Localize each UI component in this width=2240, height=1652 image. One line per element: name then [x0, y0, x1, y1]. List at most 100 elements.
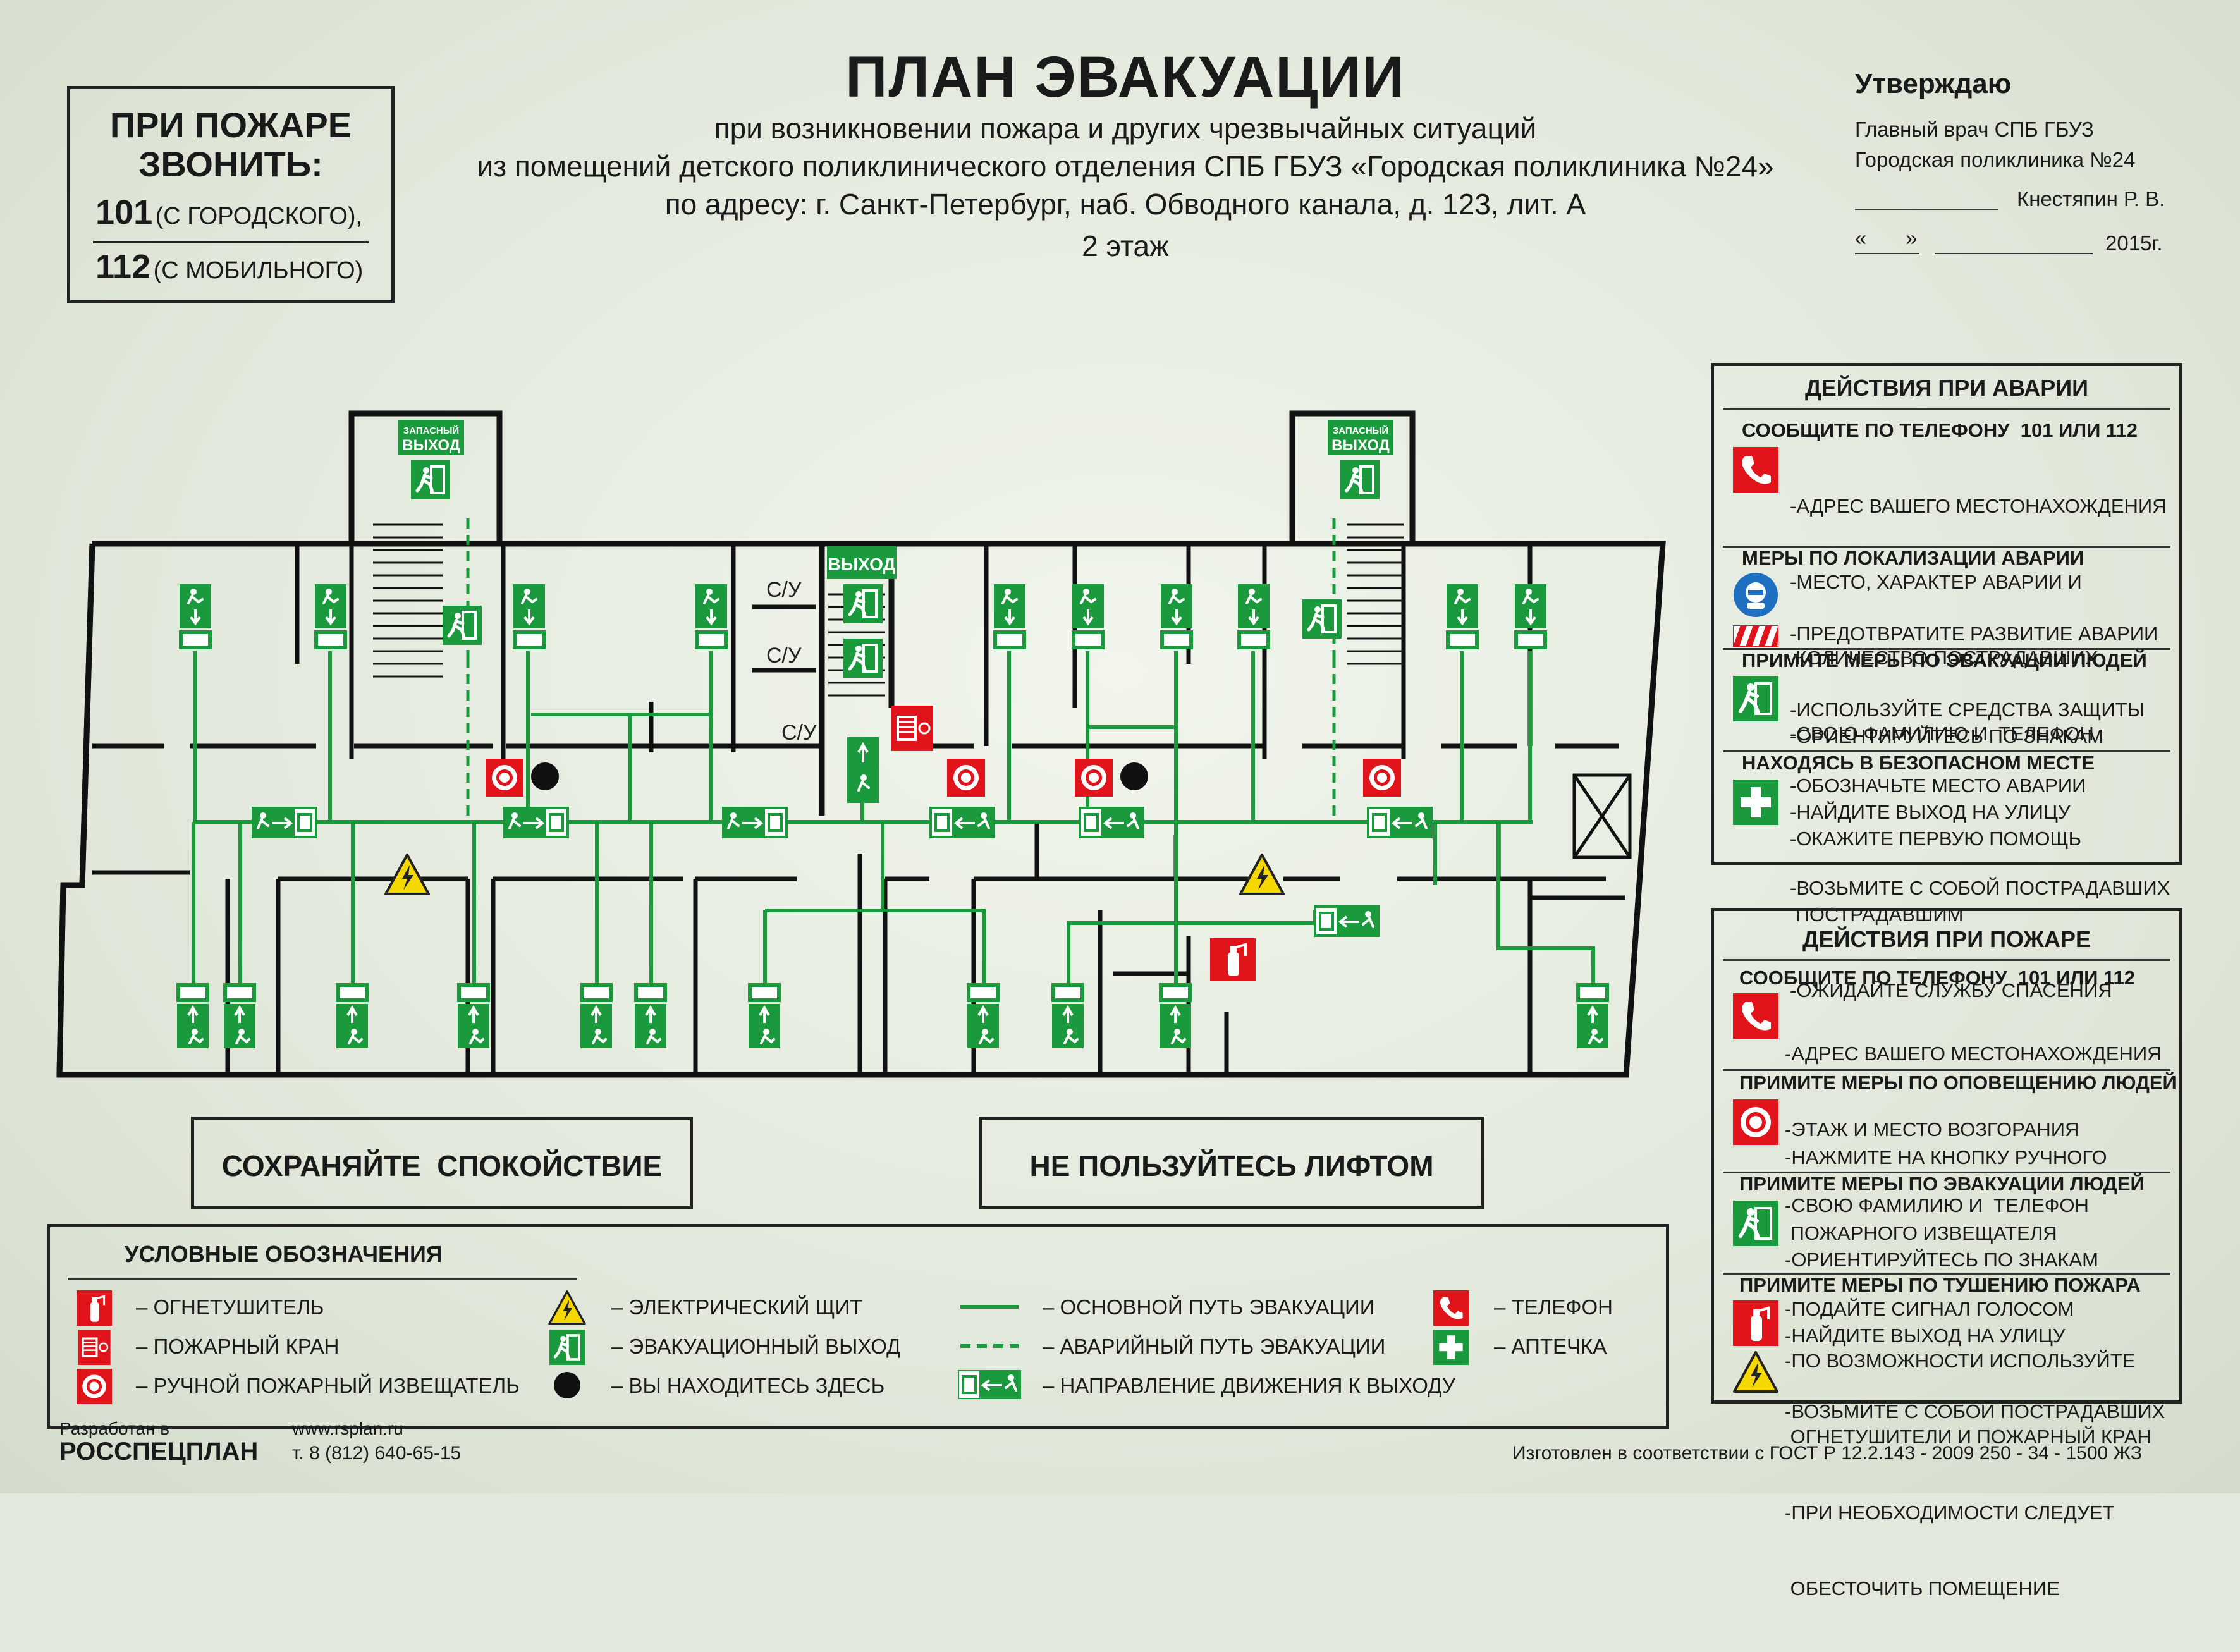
number-112: 112 [95, 248, 151, 286]
emergency-route-icon [960, 1344, 1019, 1348]
fire-s1-item: -АДРЕС ВАШЕГО МЕСТОНАХОЖДЕНИЯ [1785, 1043, 2162, 1065]
wc-label: С/У [766, 578, 802, 602]
legend: УСЛОВНЫЕ ОБОЗНАЧЕНИЯ – ОГНЕТУШИТЕЛЬ – ПО… [47, 1224, 1669, 1429]
legend-item: – ТЕЛЕФОН [1494, 1295, 1613, 1319]
accident-rule-1 [1723, 546, 2170, 548]
exit-icon [411, 460, 450, 499]
electric-hazard-icon [548, 1290, 586, 1325]
you-are-here-icon [554, 1372, 580, 1398]
fire-alarm-button-icon [77, 1369, 112, 1404]
protective-equipment-icon [1733, 572, 1778, 618]
approval-title: Утверждаю [1855, 68, 2012, 99]
fire-s3-item: -ВОЗЬМИТЕ С СОБОЙ ПОСТРАДАВШИХ [1785, 1400, 2165, 1423]
accident-s1-title: СООБЩИТЕ ПО ТЕЛЕФОНУ 101 ИЛИ 112 [1742, 419, 2138, 441]
fire-panel-title: ДЕЙСТВИЯ ПРИ ПОЖАРЕ [1802, 926, 2091, 952]
exit-icon [1733, 1201, 1778, 1246]
emergency-title-2: ЗВОНИТЬ: [138, 144, 323, 184]
number-101: 101 [95, 193, 153, 231]
legend-item: – ВЫ НАХОДИТЕСЬ ЗДЕСЬ [611, 1374, 885, 1397]
emergency-title-1: ПРИ ПОЖАРЕ [109, 105, 352, 145]
fire-s1-item: -ЭТАЖ И МЕСТО ВОЗГОРАНИЯ [1785, 1118, 2079, 1141]
accident-s1-list: -АДРЕС ВАШЕГО МЕСТОНАХОЖДЕНИЯ -МЕСТО, ХА… [1790, 443, 2167, 797]
electric-hazard-icon [1239, 854, 1285, 895]
fire-alarm-buttons [486, 759, 1401, 797]
legend-item: – ОСНОВНОЙ ПУТЬ ЭВАКУАЦИИ [1043, 1295, 1375, 1319]
footer-developed-by: Разработан в [59, 1419, 170, 1438]
phone-icon [1733, 993, 1778, 1039]
accident-rule-2 [1723, 648, 2170, 650]
first-aid-icon [1433, 1330, 1469, 1365]
evacuation-plan-poster: ПРИ ПОЖАРЕ ЗВОНИТЬ: 101 (С ГОРОДСКОГО), … [0, 0, 2240, 1600]
fire-s4-list: -ПО ВОЗМОЖНОСТИ ИСПОЛЬЗУЙТЕ ОГНЕТУШИТЕЛИ… [1785, 1298, 2151, 1652]
number-112-note: (С МОБИЛЬНОГО) [153, 257, 364, 284]
accident-s2-item: -ПРЕДОТВРАТИТЕ РАЗВИТИЕ АВАРИИ [1790, 623, 2158, 645]
fire-s3-list: -ОРИЕНТИРУЙТЕСЬ ПО ЗНАКАМ -НАЙДИТЕ ВЫХОД… [1785, 1197, 2165, 1475]
stair-exit-icon [843, 639, 883, 678]
fire-s2-item: -НАЖМИТЕ НА КНОПКУ РУЧНОГО [1785, 1146, 2107, 1168]
electric-hazard-icon [384, 854, 430, 895]
electric-hazard-icon [1733, 1351, 1778, 1397]
legend-title: УСЛОВНЫЕ ОБОЗНАЧЕНИЯ [125, 1241, 443, 1267]
fire-s4-title: ПРИМИТЕ МЕРЫ ПО ТУШЕНИЮ ПОЖАРА [1739, 1274, 2141, 1296]
you-are-here-icon [531, 762, 559, 790]
door-signs-bottom [176, 985, 1610, 1049]
fire-s3-title: ПРИМИТЕ МЕРЫ ПО ЭВАКУАЦИИ ЛЮДЕЙ [1739, 1173, 2145, 1195]
floor-label: 2 этаж [1082, 229, 1169, 262]
phone-icon [1433, 1290, 1469, 1326]
approval-name: Кнестяпин Р. В. [2017, 187, 2165, 211]
accident-s4-item: -ОЖИДАЙТЕ СЛУЖБУ СПАСЕНИЯ [1790, 979, 2112, 1001]
extinguisher-icon [77, 1290, 112, 1326]
accident-s3-item: -НАЙДИТЕ ВЫХОД НА УЛИЦУ [1790, 801, 2071, 823]
footer-company-logo: РОССПЕЦПЛАН [59, 1438, 259, 1465]
accident-s4-item: ПОСТРАДАВШИМ [1790, 903, 1964, 926]
accident-s2-list: -ПРЕДОТВРАТИТЕ РАЗВИТИЕ АВАРИИ -ИСПОЛЬЗУ… [1790, 571, 2158, 849]
accident-s2-title: МЕРЫ ПО ЛОКАЛИЗАЦИИ АВАРИИ [1742, 547, 2084, 569]
main-route-icon [960, 1305, 1019, 1309]
exit-icon [1340, 460, 1380, 499]
accident-s1-item: -МЕСТО, ХАРАКТЕР АВАРИИ И [1790, 571, 2082, 593]
emergency-divider [93, 241, 369, 243]
keep-calm-box: СОХРАНЯЙТЕ СПОКОЙСТВИЕ [191, 1117, 693, 1209]
no-lift-text: НЕ ПОЛЬЗУЙТЕСЬ ЛИФТОМ [1029, 1149, 1434, 1182]
approval-date-month-line [1935, 253, 2093, 254]
subtitle-line-2: из помещений детского поликлинического о… [477, 150, 1774, 183]
fire-s2-item: ПОЖАРНОГО ИЗВЕЩАТЕЛЯ [1785, 1222, 2057, 1244]
accident-s3-item: -ОРИЕНТИРУЙТЕСЬ ПО ЗНАКАМ [1790, 725, 2103, 747]
fire-s3-item: -ОРИЕНТИРУЙТЕСЬ ПО ЗНАКАМ [1785, 1249, 2098, 1271]
approval-date-close: » [1906, 226, 1918, 250]
emergency-evacuation-route [466, 518, 1336, 822]
fire-s2-list: -НАЖМИТЕ НА КНОПКУ РУЧНОГО ПОЖАРНОГО ИЗВ… [1785, 1094, 2107, 1373]
approval-line-2: Городская поликлиника №24 [1855, 148, 2136, 171]
number-101-note: (С ГОРОДСКОГО), [155, 203, 363, 229]
wc-label: С/У [781, 721, 817, 745]
accident-s3-item: -ВОЗЬМИТЕ С СОБОЙ ПОСТРАДАВШИХ [1790, 877, 2170, 899]
fire-s1-item: -СВОЮ ФАМИЛИЮ И ТЕЛЕФОН [1785, 1194, 2089, 1216]
floor-plan: ЗАПАСНЫЙ ВЫХОД ЗАПАСНЫЙ ВЫХОД ВЫХОД С/У … [56, 410, 1666, 1078]
spare-exit-label: ВЫХОД [402, 437, 460, 454]
fire-s1-title: СООБЩИТЕ ПО ТЕЛЕФОНУ 101 ИЛИ 112 [1739, 967, 2136, 989]
approval-date-open: « [1855, 226, 1867, 250]
legend-title-rule [68, 1278, 577, 1280]
accident-s3-list: -ОРИЕНТИРУЙТЕСЬ ПО ЗНАКАМ -НАЙДИТЕ ВЫХОД… [1790, 673, 2170, 951]
fire-s2-item: -ПОДАЙТЕ СИГНАЛ ГОЛОСОМ [1785, 1298, 2074, 1320]
hazard-tape-icon [1732, 625, 1779, 647]
exit-label: ВЫХОД [828, 554, 896, 574]
phone-icon [1733, 447, 1778, 493]
fire-rule-2 [1723, 1172, 2170, 1173]
no-lift-box: НЕ ПОЛЬЗУЙТЕСЬ ЛИФТОМ [979, 1117, 1484, 1209]
accident-rule-3 [1723, 750, 2170, 752]
fire-hose-icon [78, 1330, 111, 1365]
accident-s2-item: -ОБОЗНАЧЬТЕ МЕСТО АВАРИИ [1790, 774, 2086, 797]
spare-exit-label: ЗАПАСНЫЙ [1333, 425, 1388, 436]
fire-rule-3 [1723, 1273, 2170, 1275]
fire-s4-item: -ПО ВОЗМОЖНОСТИ ИСПОЛЬЗУЙТЕ [1785, 1350, 2136, 1372]
main-exit-sign: ВЫХОД [827, 546, 897, 579]
fire-rule-1 [1723, 1069, 2170, 1071]
fire-s1-list: -АДРЕС ВАШЕГО МЕСТОНАХОЖДЕНИЯ -ЭТАЖ И МЕ… [1785, 991, 2162, 1269]
accident-s1-item: КОЛИЧЕСТВО ПОСТРАДАВШИХ [1790, 647, 2098, 669]
first-aid-icon [1733, 780, 1778, 825]
subtitle-line-3: по адресу: г. Санкт-Петербург, наб. Обво… [664, 188, 1586, 221]
fire-alarm-button-icon [1733, 1099, 1778, 1145]
legend-item: – АПТЕЧКА [1494, 1335, 1607, 1358]
building-walls [56, 541, 1666, 1078]
